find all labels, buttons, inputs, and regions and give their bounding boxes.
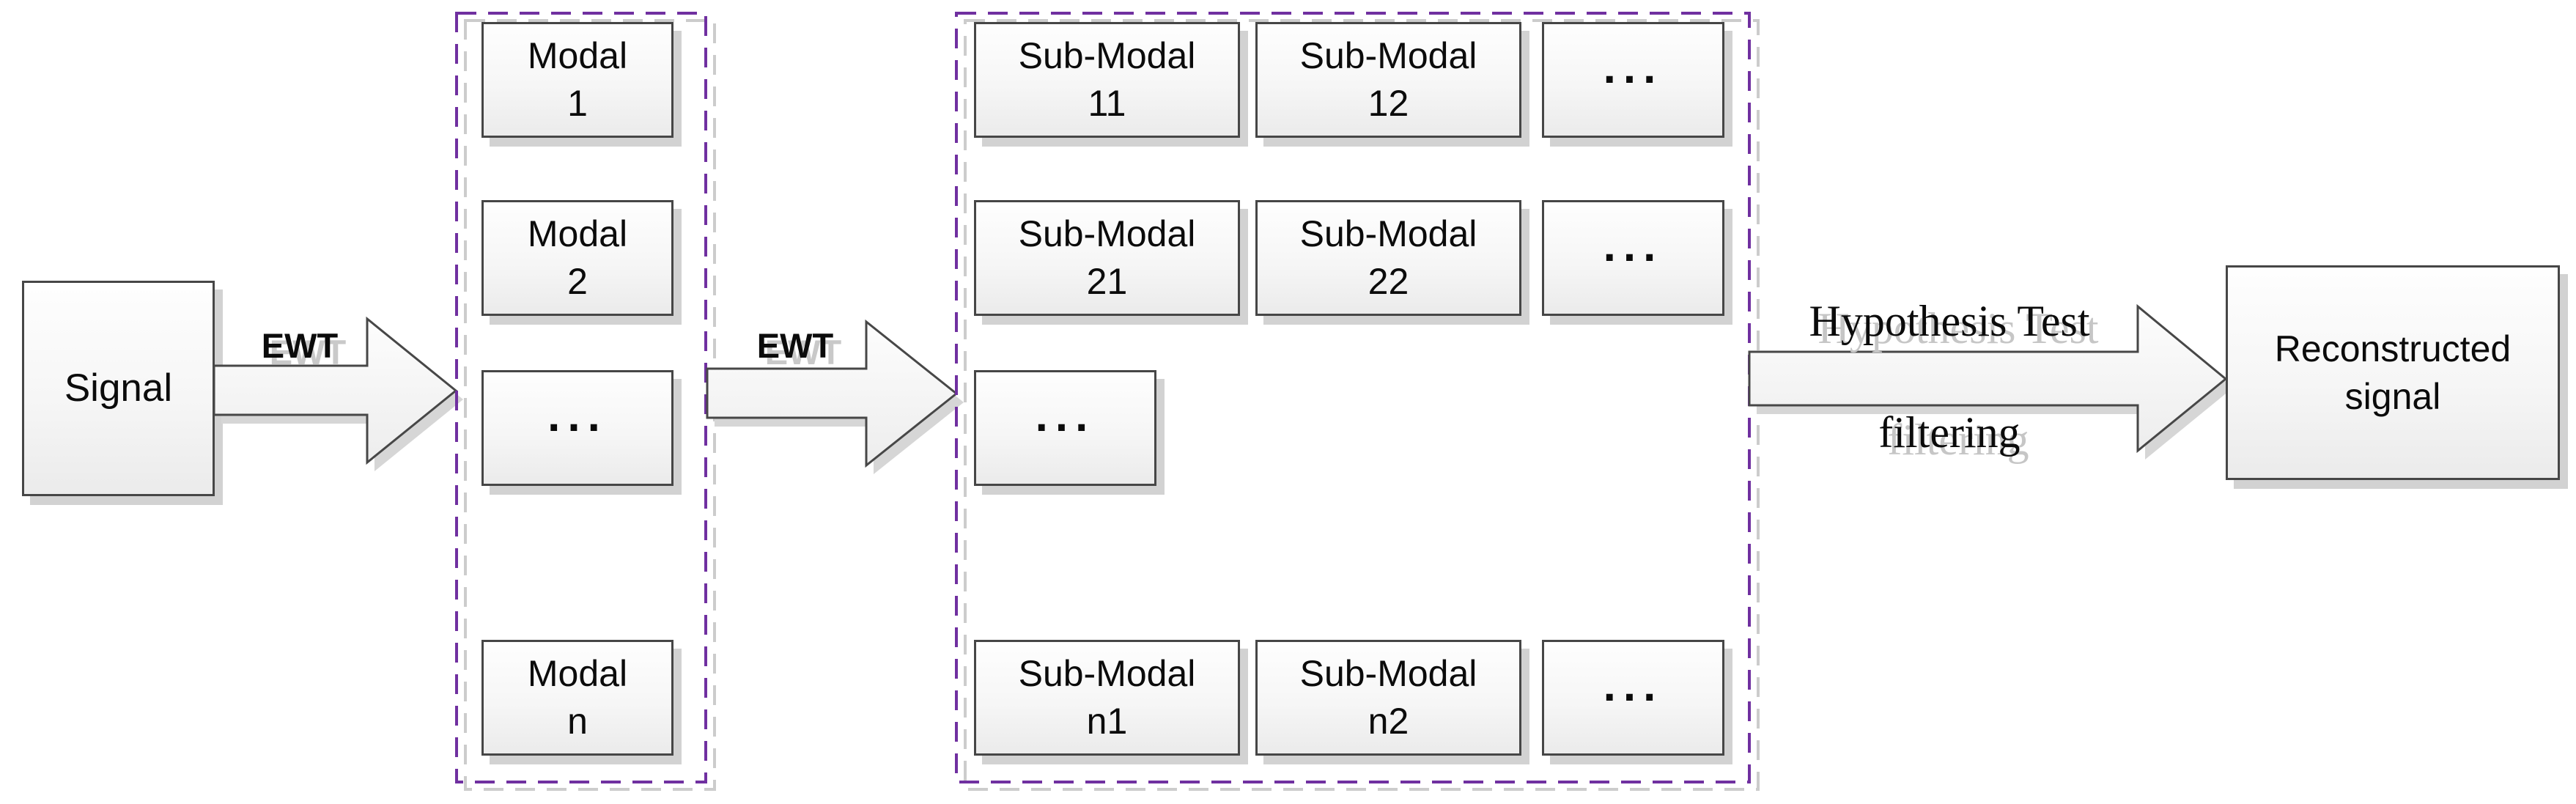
arrow-right-shape: [706, 319, 959, 468]
modal-box-2-label: Modal 2: [527, 213, 628, 302]
modal-box-n-label: Modal n: [527, 653, 628, 742]
sub-modal-box-21: Sub-Modal 21: [974, 200, 1240, 316]
ewt-label-2: EWT: [756, 326, 834, 365]
arrow-right-shape: [213, 316, 458, 465]
arrow-right-shape: [1748, 303, 2228, 454]
sub-modal-row1-ellipsis-box: ...: [1542, 22, 1724, 138]
dashed-border: [455, 12, 707, 783]
sub-modal-box-22: Sub-Modal 22: [1255, 200, 1521, 316]
reconstructed-signal-label: Reconstructed signal: [2274, 328, 2512, 417]
ewt-arrow-2: [706, 319, 964, 474]
reconstructed-signal-box: Reconstructed signal: [2226, 265, 2560, 480]
ewt-arrow-1: [213, 316, 463, 471]
sub-modal-box-12: Sub-Modal 12: [1255, 22, 1521, 138]
modal-box-n: Modal n: [481, 640, 673, 756]
sub-modal-row2-ellipsis-box: ...: [1542, 200, 1724, 316]
ewt-label-1: EWT: [261, 326, 339, 365]
modal-box-1-label: Modal 1: [527, 35, 628, 124]
sub-modal-box-n2: Sub-Modal n2: [1255, 640, 1521, 756]
modal-box-1: Modal 1: [481, 22, 673, 138]
sub-modal-box-11: Sub-Modal 11: [974, 22, 1240, 138]
modal-box-2: Modal 2: [481, 200, 673, 316]
hypothesis-test-label: Hypothesis Test: [1809, 297, 2090, 345]
modal-ellipsis-box: ...: [481, 370, 673, 486]
sub-modal-row4-ellipsis-box: ...: [1542, 640, 1724, 756]
filtering-label: filtering: [1878, 408, 2020, 457]
signal-label: Signal: [64, 366, 173, 410]
signal-box: Signal: [22, 281, 215, 496]
sub-modal-box-n1: Sub-Modal n1: [974, 640, 1240, 756]
hypothesis-filter-arrow: [1748, 303, 2233, 460]
sub-modal-row3-ellipsis-box: ...: [974, 370, 1156, 486]
